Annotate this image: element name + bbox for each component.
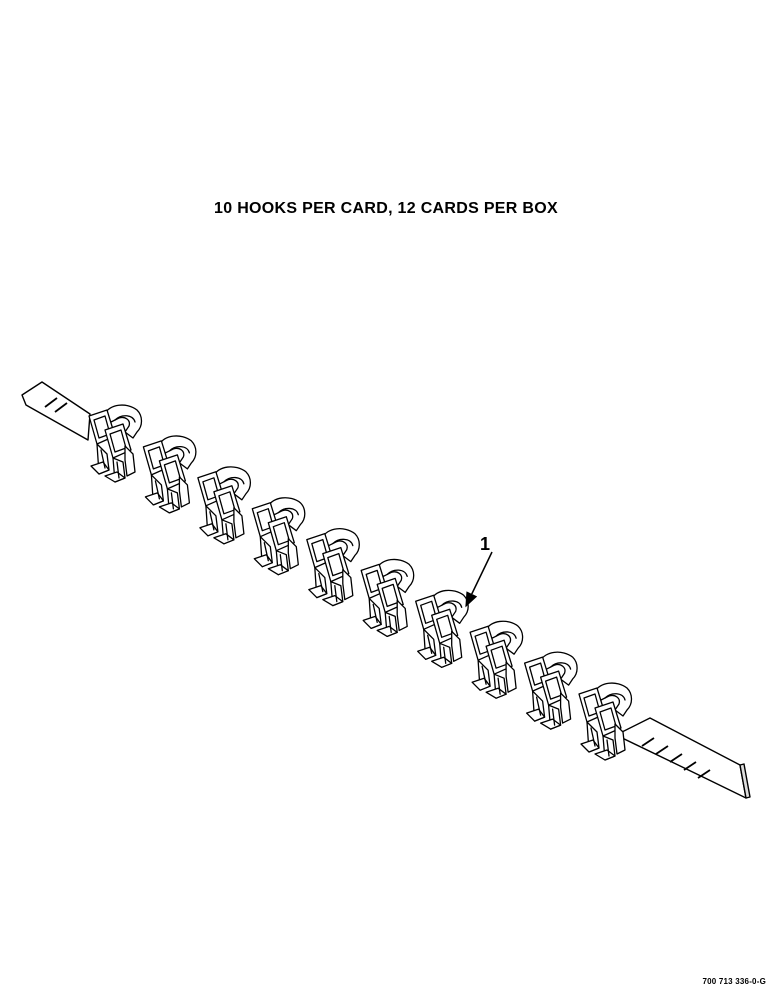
hook-7 (415, 589, 469, 668)
hook-1 (88, 404, 143, 483)
hook-5 (306, 528, 360, 607)
drawing-number: 700 713 336-0-G (702, 977, 766, 986)
hook-4 (251, 497, 306, 576)
hook-3 (197, 466, 252, 545)
hooks-group (88, 404, 633, 761)
figure-caption: 10 HOOKS PER CARD, 12 CARDS PER BOX (214, 200, 558, 217)
callout-leader-arrow (465, 551, 493, 608)
hook-10 (578, 682, 633, 761)
card-strip-right-end (615, 717, 751, 799)
hook-6 (360, 558, 415, 638)
hook-9 (523, 651, 578, 730)
callout-number: 1 (480, 534, 490, 554)
hook-8 (469, 620, 524, 699)
hook-2 (142, 435, 197, 514)
card-strip-left-end (21, 381, 91, 441)
